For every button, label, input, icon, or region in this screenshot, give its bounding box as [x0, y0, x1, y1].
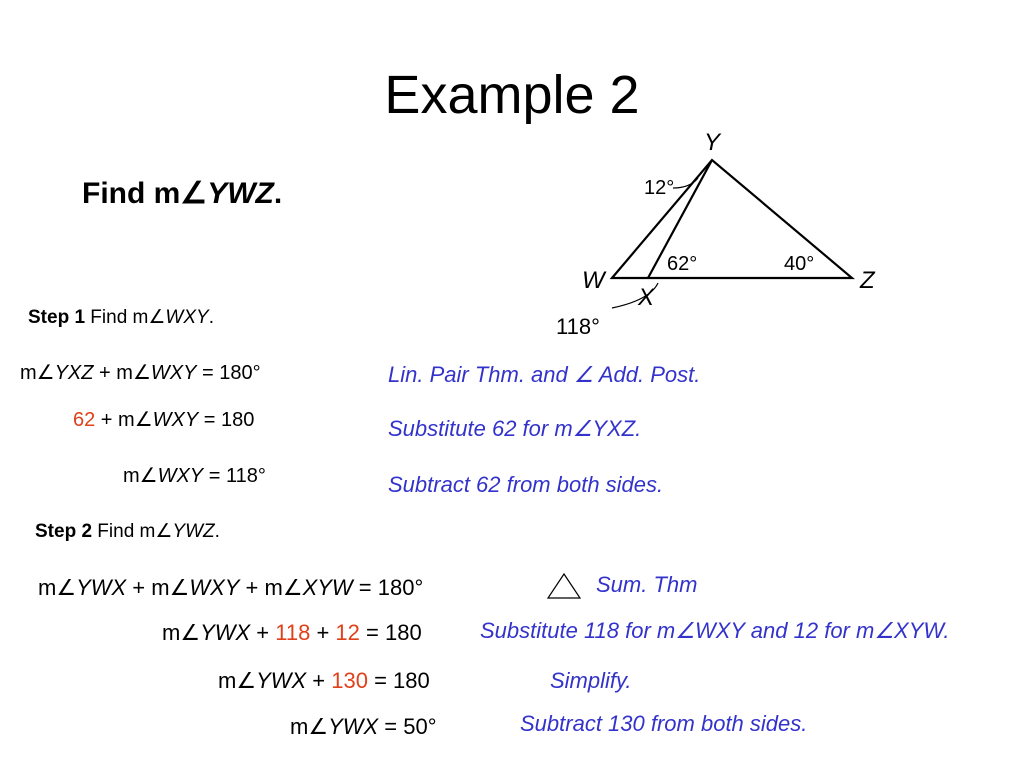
equation-1: m∠YXZ + m∠WXY = 180°: [20, 362, 261, 384]
label-z: Z: [859, 267, 876, 294]
equation-6: m∠YWX + 130 = 180: [218, 668, 430, 693]
reason-1: Lin. Pair Thm. and ∠ Add. Post.: [388, 362, 701, 387]
equation-4: m∠YWX + m∠WXY + m∠XYW = 180°: [38, 575, 424, 600]
angle-40: 40°: [784, 253, 814, 275]
angle-12: 12°: [644, 177, 674, 199]
equation-5: m∠YWX + 118 + 12 = 180: [162, 620, 422, 645]
reason-4: Sum. Thm: [596, 572, 698, 597]
triangle-icon: [546, 572, 582, 599]
angle-arc-12: [672, 177, 699, 189]
step2-heading: Step 2 Find m∠YWZ.: [35, 521, 220, 542]
slide-title: Example 2: [384, 65, 640, 125]
label-x: X: [637, 284, 655, 311]
angle-62: 62°: [667, 253, 697, 275]
triangle-diagram: Y W X Z 12° 62° 40° 118°: [556, 129, 876, 339]
problem-statement: Find m∠YWZ.: [82, 177, 283, 210]
pointer-118: [611, 282, 659, 309]
reason-2: Substitute 62 for m∠YXZ.: [388, 416, 642, 441]
equation-3: m∠WXY = 118°: [123, 465, 266, 487]
angle-118: 118°: [556, 314, 600, 339]
reason-3: Subtract 62 from both sides.: [388, 472, 664, 497]
reason-5: Substitute 118 for m∠WXY and 12 for m∠XY…: [480, 618, 950, 643]
step1-heading: Step 1 Find m∠WXY.: [28, 307, 214, 328]
segment-yx: [647, 159, 713, 279]
equation-2: 62 + m∠WXY = 180: [73, 409, 255, 431]
triangle-wyz: [609, 158, 856, 280]
reason-6: Simplify.: [550, 668, 632, 693]
equation-7: m∠YWX = 50°: [290, 714, 437, 739]
label-y: Y: [704, 129, 722, 156]
label-w: W: [582, 267, 607, 294]
reason-7: Subtract 130 from both sides.: [520, 711, 808, 736]
